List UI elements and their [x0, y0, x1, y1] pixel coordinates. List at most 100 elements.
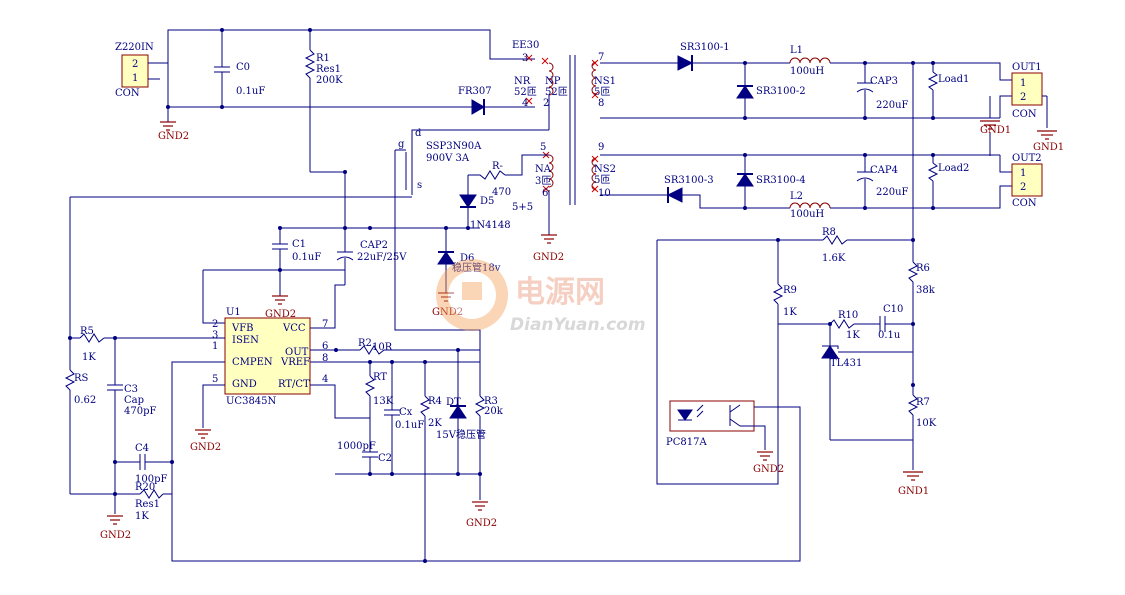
- r1-type: Res1: [316, 64, 341, 75]
- capacitor-cap3: CAP3 220uF: [856, 63, 909, 118]
- c0-label: C0: [236, 62, 250, 73]
- pin-gate: g: [398, 139, 405, 150]
- capacitor-c4: C4 100pF: [115, 443, 172, 485]
- inductor-l2: L2 100uH: [789, 191, 831, 220]
- sr3-label: SR3100-3: [664, 175, 714, 186]
- r8-label: R8: [822, 227, 836, 238]
- gnd2-label-c1: GND2: [265, 309, 296, 320]
- resistor-r6: R6 38k: [907, 261, 936, 385]
- fr307-label: FR307: [458, 86, 492, 97]
- c10-label: C10: [883, 304, 903, 315]
- u1-cmpen: CMPEN: [232, 357, 273, 368]
- cap3-value: 220uF: [876, 100, 909, 111]
- c3-label: C3: [124, 384, 138, 395]
- u1-isen: ISEN: [232, 335, 259, 346]
- u1-type: UC3845N: [226, 396, 277, 407]
- r20-type: Res1: [135, 499, 160, 510]
- pin-u8: 8: [322, 353, 328, 364]
- gnd2-label-left: GND2: [100, 530, 131, 541]
- r7-label: R7: [916, 397, 930, 408]
- dt-value: 15V稳压管: [436, 428, 486, 441]
- c4-label: C4: [135, 443, 149, 454]
- capacitor-c10: C10 0.1u: [878, 304, 913, 341]
- u1-rtct: RT/CT: [278, 379, 310, 390]
- gnd2-label-input: GND2: [158, 131, 189, 142]
- ns2-turns: 5匝: [594, 174, 610, 186]
- c4-value: 100pF: [135, 474, 167, 485]
- r20-value: 1K: [135, 511, 149, 522]
- aux-voltage: 5+5: [512, 202, 533, 213]
- nr-label: NR: [514, 76, 531, 87]
- r9-label: R9: [783, 285, 797, 296]
- resistor-r20: R20 Res1 1K: [135, 482, 172, 522]
- zener-d6: D6 稳压管18v GND2: [432, 251, 501, 318]
- r20-label: R20: [135, 482, 155, 493]
- resistor-load1: Load1: [927, 63, 969, 118]
- junction-dots: [68, 28, 935, 563]
- r1-value: 200K: [316, 75, 343, 86]
- diode-fr307: FR307: [458, 86, 535, 115]
- r-minus-label: R-: [492, 161, 503, 172]
- r2-value: 10R: [372, 342, 393, 353]
- pin-t6: 6: [542, 188, 548, 199]
- rs-value: 0.62: [74, 395, 96, 406]
- gnd2-label-pc817: GND2: [753, 464, 784, 475]
- r5-value: 1K: [82, 352, 96, 363]
- pin-t7: 7: [598, 52, 604, 63]
- gnd1-label-fb: GND1: [898, 486, 929, 497]
- l2-label: L2: [790, 191, 803, 202]
- capacitor-cx: Cx 0.1uF: [384, 362, 424, 474]
- input-connector-type: CON: [115, 88, 140, 99]
- ground-input: GND2: [158, 121, 189, 142]
- shunt-tl431: TL431: [821, 345, 913, 440]
- sr4-label: SR3100-4: [756, 175, 806, 186]
- capacitor-c3: C3 Cap 470pF: [107, 384, 156, 494]
- out2-name: OUT2: [1012, 153, 1042, 164]
- tl431-label: TL431: [830, 358, 862, 369]
- watermark-brand: 电源网: [515, 275, 605, 310]
- na-turns: 3匝: [535, 175, 551, 187]
- cap2-value: 22uF/25V: [357, 252, 407, 263]
- output-connector-1: OUT1 1 2 CON: [1011, 62, 1043, 120]
- u1-vfb: VFB: [231, 323, 254, 334]
- resistor-r5: R5 1K: [79, 326, 225, 363]
- mosfet-label: SSP3N90A: [426, 141, 482, 152]
- gnd1-label-out1: GND1: [980, 125, 1011, 136]
- input-pin2: 2: [132, 59, 138, 70]
- l2-value: 100uH: [790, 209, 825, 220]
- out1-name: OUT1: [1012, 62, 1042, 73]
- l1-value: 100uH: [790, 66, 825, 77]
- cap4-label: CAP4: [870, 165, 898, 176]
- watermark: 电源网 DianYuan.com: [436, 259, 646, 335]
- ns2-label: NS2: [594, 164, 616, 175]
- pin-u4: 4: [322, 374, 328, 385]
- c2-label: C2: [378, 453, 392, 464]
- na-label: NA: [535, 164, 552, 175]
- pin-t5: 5: [540, 142, 546, 153]
- ns1-label: NS1: [594, 76, 616, 87]
- input-connector-name: Z220IN: [115, 42, 154, 53]
- resistor-rt: RT 13K: [364, 362, 394, 450]
- resistor-r4: R4 2K: [419, 362, 442, 561]
- pc817-label: PC817A: [666, 437, 707, 448]
- load2-label: Load2: [938, 163, 969, 174]
- resistor-r1: R1 Res1 200K: [304, 30, 343, 172]
- input-pin1: 1: [132, 73, 138, 84]
- ground-aux: GND2: [533, 234, 564, 263]
- pin-u5: 5: [212, 374, 218, 385]
- np-label: NP: [545, 76, 561, 87]
- controller-uc3845: U1 UC3845N VFB ISEN CMPEN GND VCC OUT VR…: [212, 307, 328, 407]
- l1-label: L1: [790, 45, 803, 56]
- pin-u3: 3: [212, 330, 218, 341]
- resistor-r3: R3 20k: [474, 350, 504, 500]
- c3-type: Cap: [124, 395, 144, 406]
- nr-turns: 52匝: [514, 86, 537, 98]
- resistor-r-minus: R- 470: [467, 161, 511, 198]
- cap3-label: CAP3: [870, 76, 898, 87]
- r6-value: 38k: [916, 285, 936, 296]
- ns1-turns: 5匝: [594, 86, 610, 98]
- u1-out: OUT: [285, 347, 309, 358]
- cap2-label: CAP2: [360, 240, 388, 251]
- out1-pin1: 1: [1020, 78, 1026, 89]
